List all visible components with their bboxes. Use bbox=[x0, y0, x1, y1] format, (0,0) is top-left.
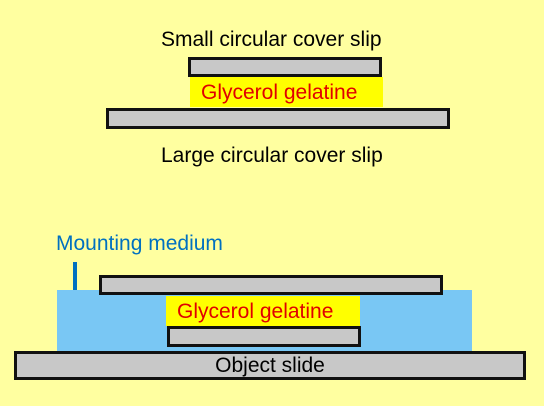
small-cover-slip-bottom bbox=[167, 326, 361, 347]
object-slide-label: Object slide bbox=[215, 353, 325, 377]
large-cover-slip-bottom bbox=[99, 275, 443, 295]
small-cover-slip-label: Small circular cover slip bbox=[161, 28, 382, 51]
bottom-glycerol-gelatine-label: Glycerol gelatine bbox=[177, 300, 334, 323]
top-glycerol-gelatine-label: Glycerol gelatine bbox=[201, 81, 358, 104]
bottom-glycerol-gelatine-layer bbox=[166, 296, 360, 326]
mounting-medium-label: Mounting medium bbox=[56, 232, 223, 255]
top-glycerol-gelatine-layer bbox=[190, 77, 383, 107]
small-cover-slip bbox=[188, 57, 382, 77]
large-cover-slip-label: Large circular cover slip bbox=[161, 144, 383, 167]
object-slide: Object slide bbox=[14, 351, 526, 380]
large-cover-slip bbox=[106, 108, 450, 129]
